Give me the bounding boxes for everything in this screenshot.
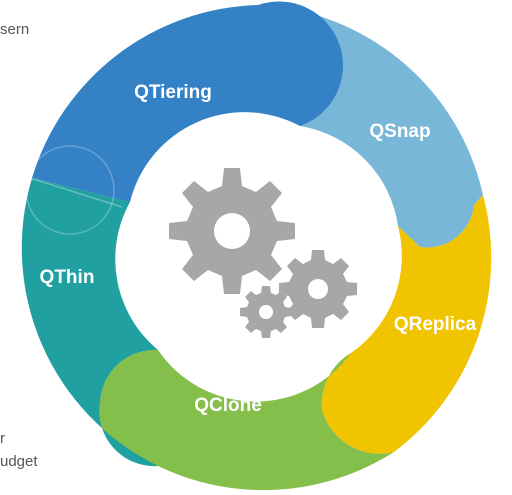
segment-qclone[interactable] <box>99 349 394 491</box>
segment-qreplica[interactable] <box>321 195 492 454</box>
label-qreplica: QReplica <box>394 314 477 335</box>
text-fragment-bottom-1: r <box>0 430 5 447</box>
label-qtiering: QTiering <box>134 82 212 103</box>
segment-qthin[interactable] <box>21 178 159 467</box>
qthin-overlay-circle <box>25 145 115 235</box>
label-qthin: QThin <box>40 267 95 288</box>
segment-qtiering[interactable] <box>32 1 344 203</box>
gear-medium <box>279 250 357 328</box>
gear-small <box>240 286 292 338</box>
label-qsnap: QSnap <box>369 121 430 142</box>
gears-icon <box>169 168 357 338</box>
label-qclone: QClone <box>194 395 262 416</box>
qthin-overlay-line <box>29 177 123 208</box>
gear-large <box>169 168 295 294</box>
text-fragment-bottom-2: udget <box>0 453 38 470</box>
text-fragment-top: sern <box>0 21 30 38</box>
